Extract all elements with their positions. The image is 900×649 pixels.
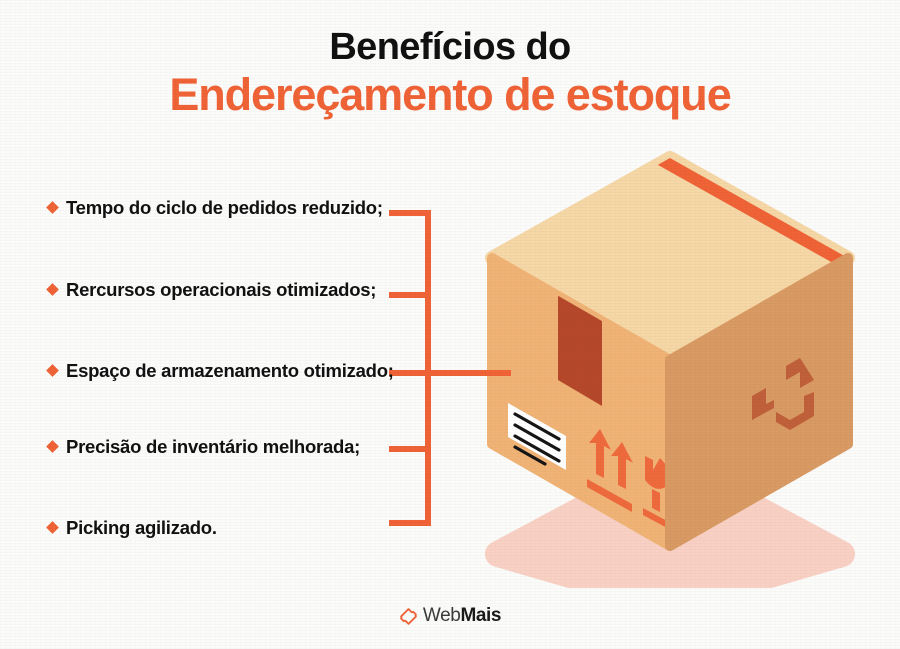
logo-text-light: Web: [422, 605, 461, 626]
webmais-logo: WebMais: [0, 605, 900, 627]
fragile-glass-icon: [643, 456, 669, 529]
connector-bracket: [389, 210, 511, 526]
benefit-label: Rercursos operacionais otimizados;: [66, 279, 377, 300]
title-line-primary: Benefícios do: [329, 26, 571, 68]
benefit-item: Espaço de armazenamento otimizado;: [46, 359, 396, 383]
this-side-up-arrows-icon: [587, 429, 633, 512]
connector-stub-1: [389, 210, 429, 216]
bullet-diamond-icon: [46, 521, 59, 534]
connector-spine: [425, 210, 431, 526]
webmais-logo-text: WebMais: [422, 605, 502, 627]
connector-stub-3: [389, 370, 429, 376]
logo-text-bold: Mais: [460, 605, 502, 626]
box-tape-left: [558, 295, 602, 406]
benefit-item: Rercursos operacionais otimizados;: [46, 278, 396, 302]
box-right-face: [665, 253, 853, 551]
recycle-icon: [752, 358, 814, 430]
benefit-item: Tempo do ciclo de pedidos reduzido;: [46, 196, 396, 220]
webmais-clover-mark-icon: [400, 607, 417, 625]
benefit-label: Precisão de inventário melhorada;: [66, 436, 361, 457]
connector-stub-4: [389, 446, 429, 452]
benefit-label: Espaço de armazenamento otimizado;: [66, 360, 394, 381]
bullet-diamond-icon: [46, 201, 59, 214]
shipping-box-illustration: [485, 151, 855, 588]
benefit-item: Precisão de inventário melhorada;: [46, 435, 396, 459]
box-left-face: [487, 253, 675, 551]
connector-stub-2: [389, 292, 429, 298]
bullet-diamond-icon: [46, 283, 59, 296]
benefit-label: Picking agilizado.: [66, 517, 217, 538]
benefit-item: Picking agilizado.: [46, 516, 396, 540]
benefit-label: Tempo do ciclo de pedidos reduzido;: [66, 197, 383, 218]
connector-stub-5: [389, 520, 429, 526]
bullet-diamond-icon: [46, 440, 59, 453]
title-line-accent: Endereçamento de estoque: [169, 68, 731, 120]
shipping-label: [508, 403, 566, 470]
connector-arm-to-box: [429, 370, 511, 376]
bullet-diamond-icon: [46, 364, 59, 377]
page-title: Benefícios do Endereçamento de estoque: [0, 26, 900, 120]
